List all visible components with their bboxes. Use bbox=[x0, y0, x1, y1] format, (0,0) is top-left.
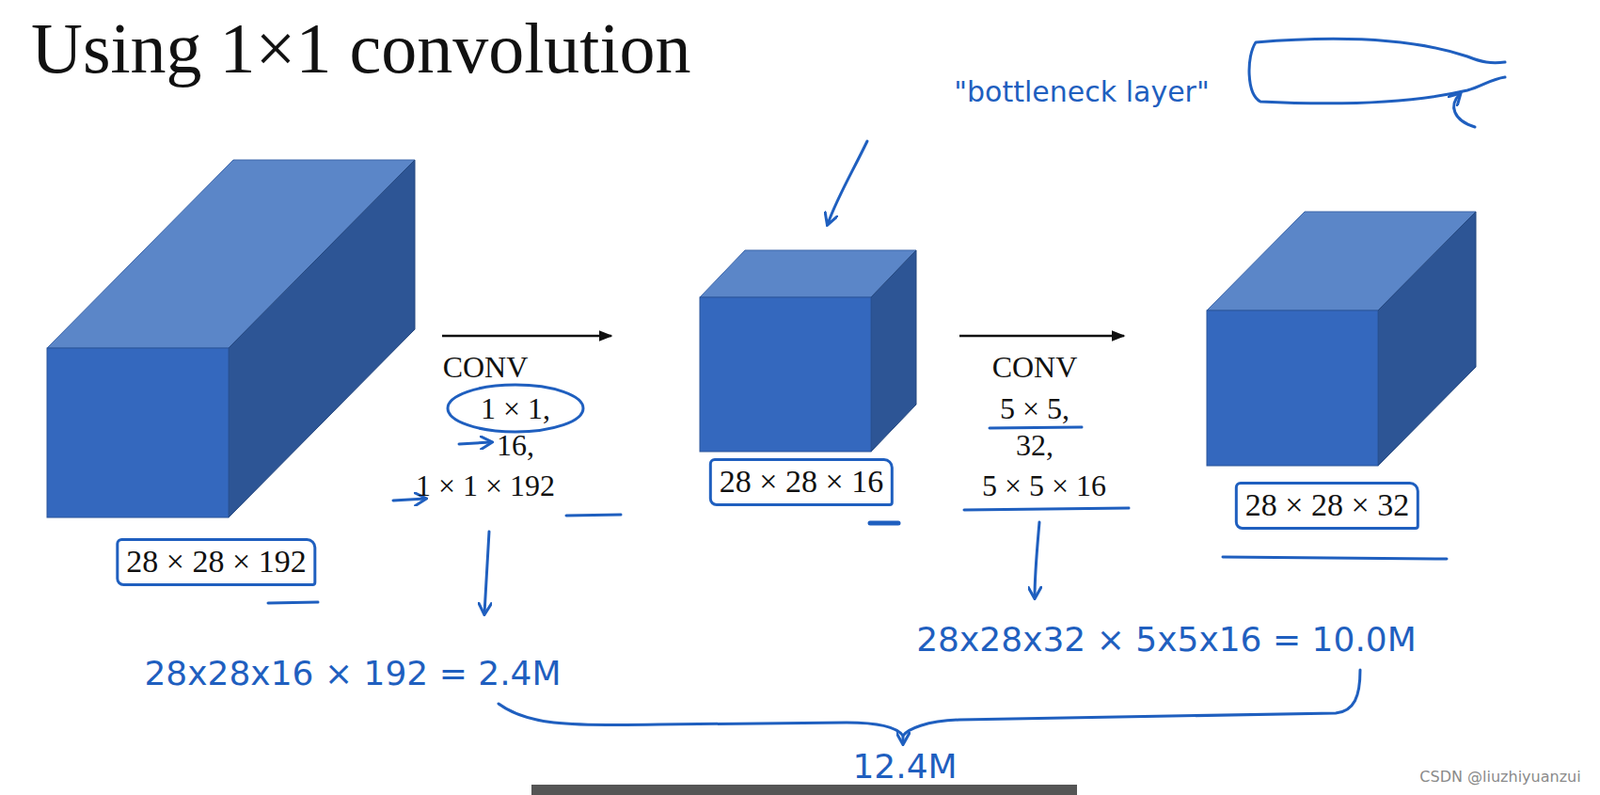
cube-shape bbox=[42, 150, 443, 598]
filter-count: 32, bbox=[1015, 427, 1054, 463]
slide-title: Using 1×1 convolution bbox=[31, 7, 692, 90]
filter-size: 1 × 1, bbox=[480, 391, 551, 427]
cube-front bbox=[699, 297, 872, 452]
cube-front bbox=[47, 348, 229, 518]
dimension-label: 28 × 28 × 192 bbox=[115, 538, 317, 587]
handwritten-note: "bottleneck layer" bbox=[953, 76, 1209, 110]
flow-arrow bbox=[959, 334, 1125, 338]
tensor-block: 28 × 28 × 32 bbox=[1124, 202, 1482, 551]
filter-shape: 5 × 5 × 16 bbox=[982, 468, 1107, 504]
dimension-label: 28 × 28 × 16 bbox=[709, 458, 894, 507]
cost-total: 12.4M bbox=[852, 746, 957, 786]
tensor-block: 28 × 28 × 16 bbox=[611, 239, 960, 523]
underline bbox=[566, 514, 621, 516]
sum-arrow bbox=[902, 735, 905, 744]
filter-size: 5 × 5, bbox=[999, 391, 1070, 427]
underline bbox=[964, 507, 1129, 510]
bottle-sketch bbox=[1249, 38, 1505, 103]
underline bbox=[1222, 556, 1447, 559]
subtitle-bar bbox=[531, 784, 1078, 795]
small-arrow bbox=[459, 442, 492, 444]
underline bbox=[268, 601, 318, 603]
underline bbox=[870, 521, 899, 526]
cube-front bbox=[1206, 310, 1379, 466]
filter-count: 16, bbox=[496, 427, 535, 463]
cube-side bbox=[1378, 211, 1476, 466]
flow-arrow bbox=[442, 334, 612, 338]
watermark: CSDN @liuzhiyuanzui bbox=[1419, 768, 1581, 786]
bottle-pointer bbox=[1454, 94, 1475, 127]
operation-name: CONV bbox=[992, 349, 1078, 385]
operation-name: CONV bbox=[443, 349, 529, 385]
cost-formula: 28x28x16 × 192 = 2.4M bbox=[143, 653, 561, 693]
highlight-ellipse bbox=[447, 384, 584, 432]
down-arrow bbox=[1034, 522, 1040, 598]
cost-formula: 28x28x32 × 5x5x16 = 10.0M bbox=[916, 619, 1417, 659]
cube-side bbox=[871, 250, 917, 452]
dimension-label: 28 × 28 × 32 bbox=[1235, 481, 1420, 530]
down-arrow bbox=[484, 531, 490, 614]
cube-side bbox=[228, 159, 415, 518]
tensor-block: 28 × 28 × 192 bbox=[42, 150, 443, 598]
filter-shape: 1 × 1 × 192 bbox=[415, 468, 555, 504]
sum-bracket bbox=[498, 669, 1361, 736]
bottleneck-arrow bbox=[827, 141, 868, 224]
